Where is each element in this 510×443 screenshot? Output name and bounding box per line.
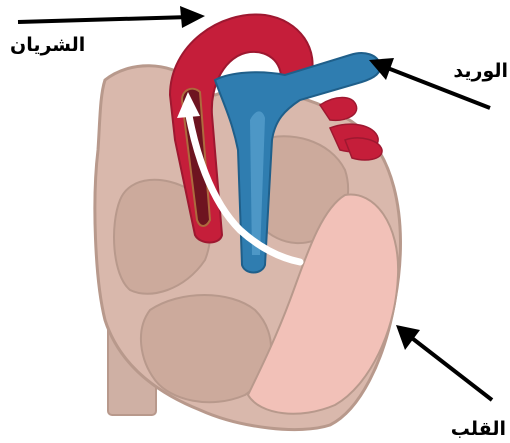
artery-pointer-line: [18, 17, 190, 22]
heart-pointer-line: [408, 335, 492, 400]
artery-label: الشريان: [10, 36, 85, 55]
vein-label: الوريد: [453, 62, 508, 81]
artery-pointer-head: [180, 6, 205, 28]
heart-pointer-head: [396, 325, 420, 350]
heart-label: القلب: [451, 420, 506, 439]
